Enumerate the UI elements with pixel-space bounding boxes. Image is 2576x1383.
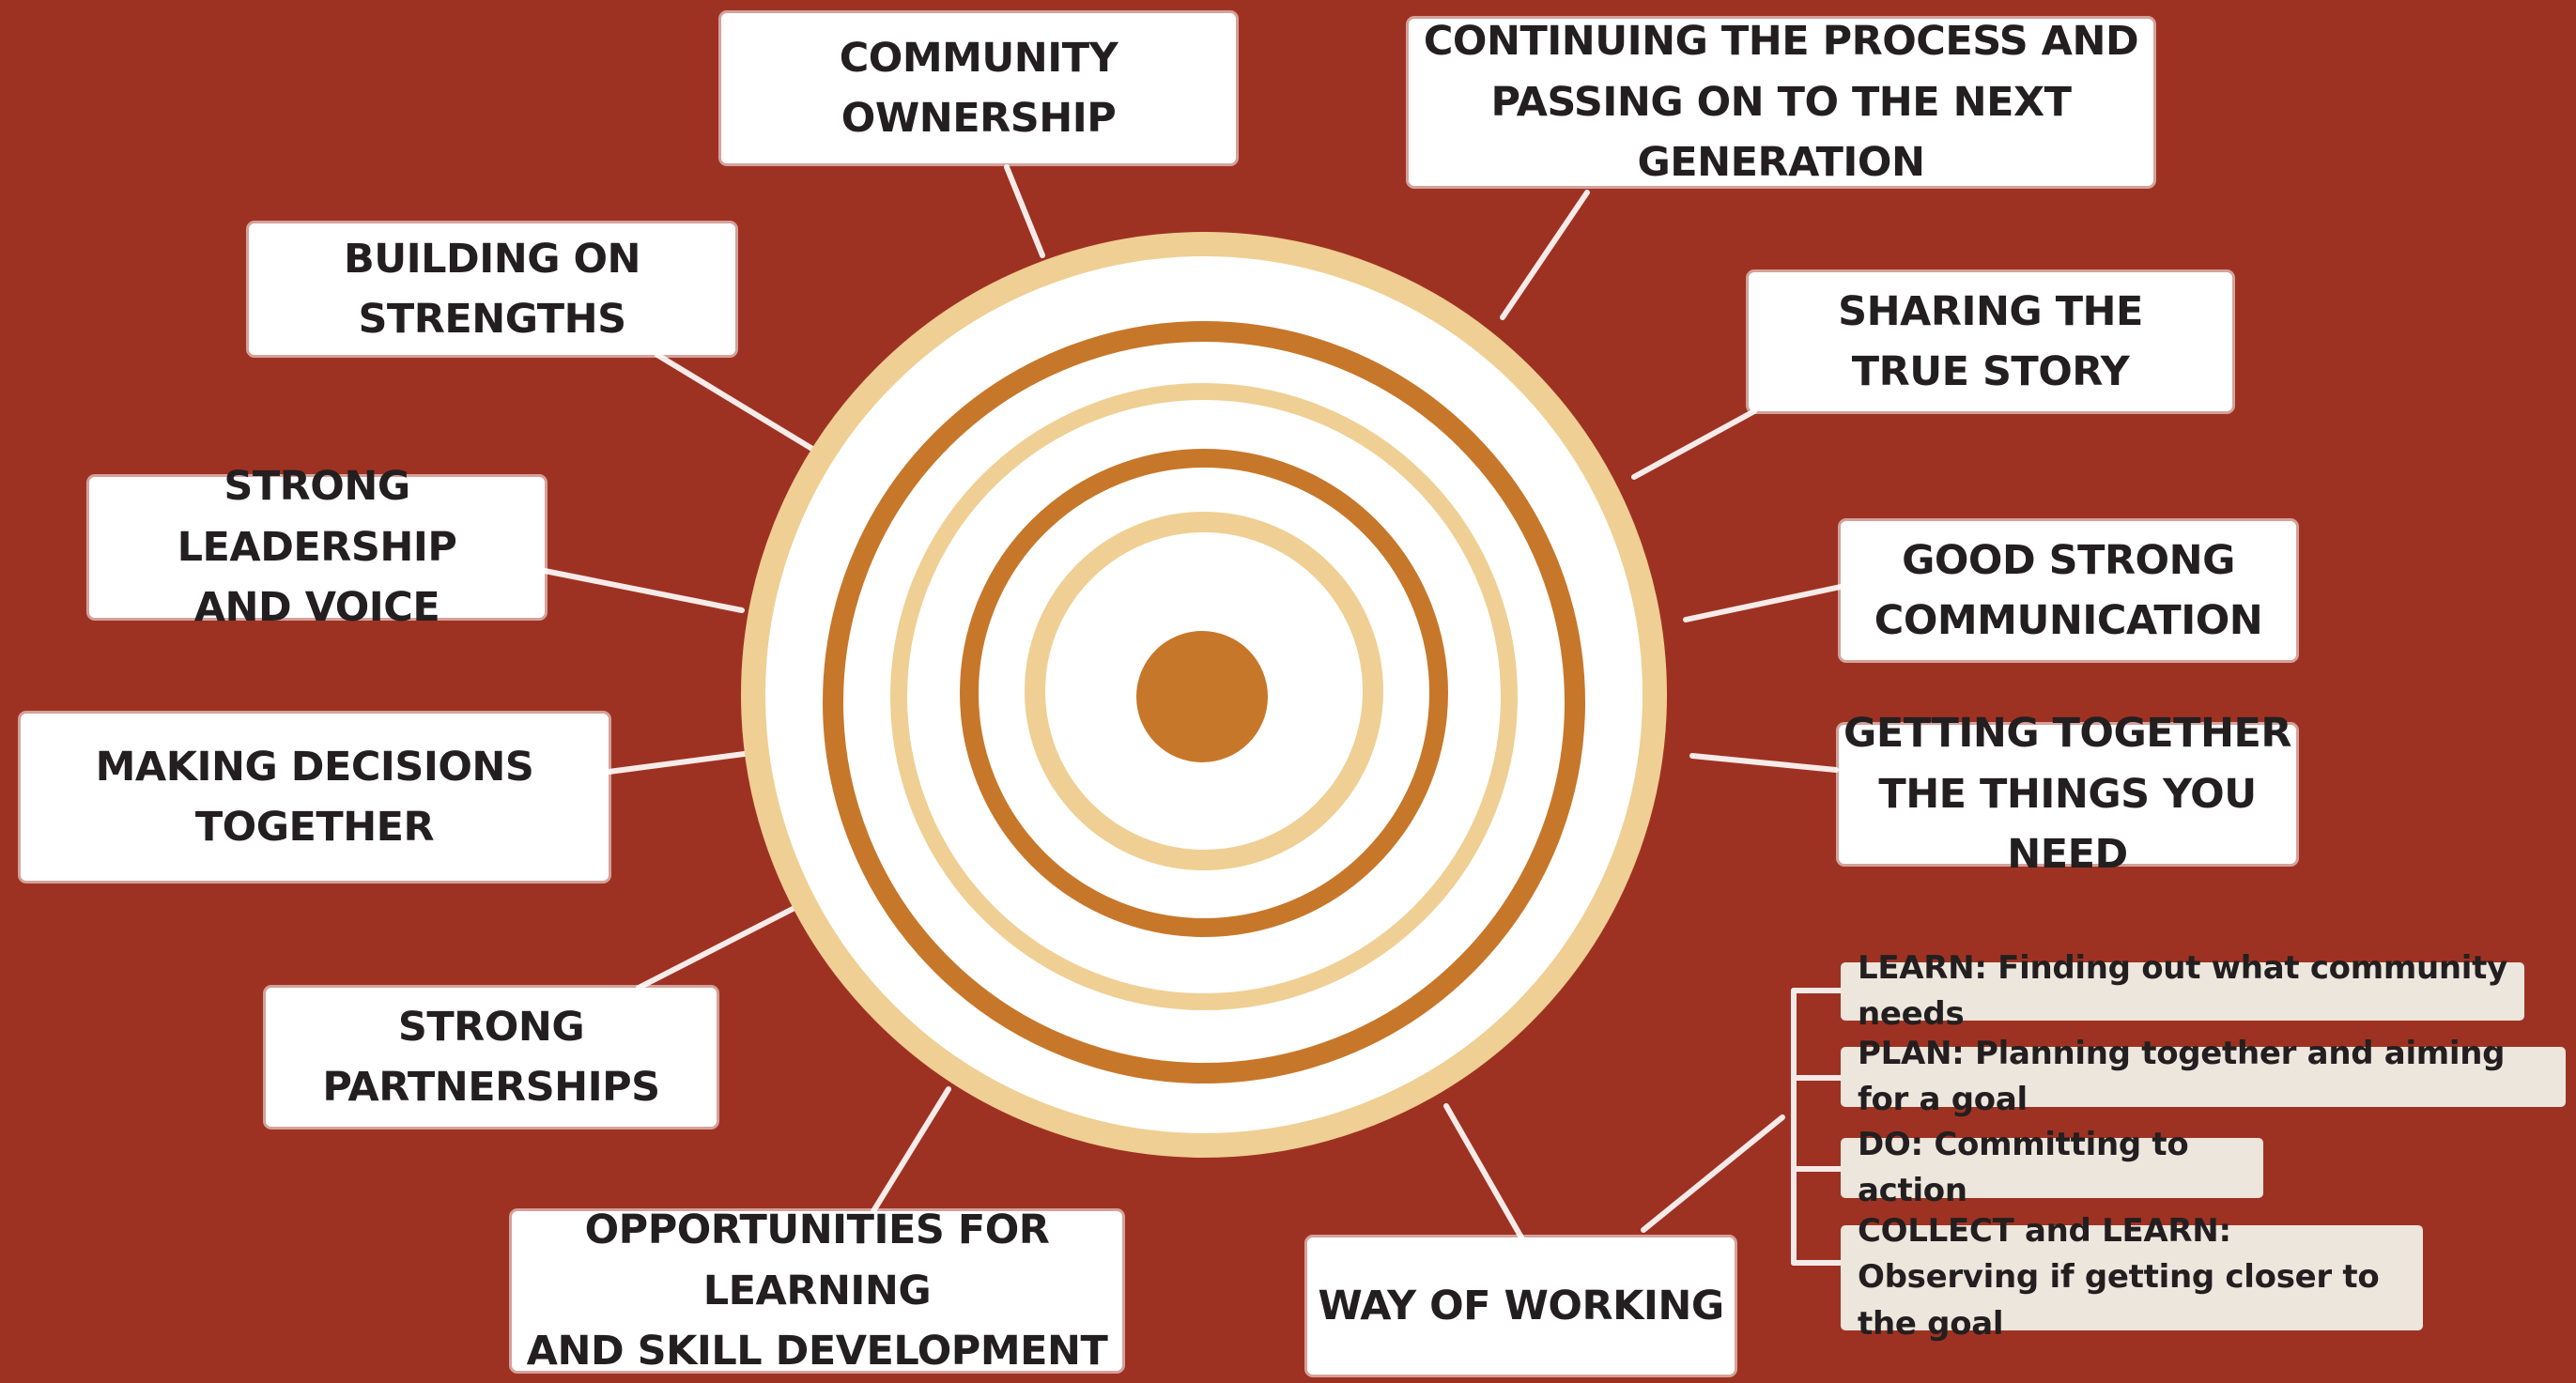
ring-orange-2 <box>960 449 1448 937</box>
step-learn-text: LEARN: Finding out what community needs <box>1858 948 2507 1033</box>
sharing-line2: TRUE STORY <box>1851 348 2130 395</box>
getting-line2: THE THINGS YOU NEED <box>1878 770 2257 879</box>
making-decisions-text: MAKING DECISIONS TOGETHER <box>95 743 534 852</box>
step-collect-line2: Observing if getting closer to the goal <box>1858 1258 2380 1343</box>
step-plan: PLAN: Planning together and aiming for a… <box>1841 1035 2566 1118</box>
connector-communication <box>1683 584 1843 622</box>
step-collect-line1: COLLECT and LEARN: <box>1858 1212 2231 1251</box>
connector-making-decisions <box>606 750 754 775</box>
connector-getting <box>1689 753 1839 773</box>
opportunities-line1: OPPORTUNITIES FOR LEARNING <box>584 1206 1050 1314</box>
continuing-line1: CONTINUING THE PROCESS AND <box>1423 18 2139 66</box>
ring-light-2 <box>1025 512 1383 870</box>
label-way-of-working: WAY OF WORKING <box>1307 1237 1735 1375</box>
connector-leadership <box>542 568 745 613</box>
connector-way-of-working <box>1443 1103 1524 1240</box>
step-do: DO: Committing to action <box>1841 1126 2263 1209</box>
label-building-on-strengths: BUILDING ON STRENGTHS <box>249 223 735 355</box>
communication-line2: COMMUNICATION <box>1874 597 2263 644</box>
label-opportunities-learning: OPPORTUNITIES FOR LEARNING AND SKILL DEV… <box>512 1206 1122 1375</box>
label-strong-leadership: STRONG LEADERSHIP AND VOICE <box>89 463 545 631</box>
getting-line1: GETTING TOGETHER <box>1843 710 2291 758</box>
step-do-text: DO: Committing to action <box>1858 1125 2189 1209</box>
connector-sharing <box>1631 408 1757 480</box>
ring-light-1 <box>890 383 1518 1010</box>
label-sharing-true-story: SHARING THE TRUE STORY <box>1749 272 2232 411</box>
label-good-strong-communication: GOOD STRONG COMMUNICATION <box>1841 521 2296 660</box>
opportunities-line2: AND SKILL DEVELOPMENT <box>526 1328 1108 1375</box>
step-plan-text: PLAN: Planning together and aiming for a… <box>1858 1034 2506 1118</box>
connector-way-to-bracket <box>1641 1114 1785 1233</box>
connector-community-ownership <box>1004 164 1045 258</box>
way-of-working-text: WAY OF WORKING <box>1318 1282 1724 1329</box>
connector-continuing <box>1500 190 1590 320</box>
label-community-ownership: COMMUNITY OWNERSHIP <box>721 13 1236 163</box>
community-ownership-text: COMMUNITY OWNERSHIP <box>839 34 1118 143</box>
center-dot <box>1136 631 1268 762</box>
step-learn: LEARN: Finding out what community needs <box>1841 949 2524 1033</box>
leadership-line2: AND VOICE <box>193 584 440 632</box>
label-making-decisions-together: MAKING DECISIONS TOGETHER <box>21 714 609 881</box>
leadership-line1: STRONG LEADERSHIP <box>177 463 457 571</box>
building-strengths-text: BUILDING ON STRENGTHS <box>343 235 641 344</box>
connector-building-strengths <box>655 352 815 452</box>
partnerships-text: STRONG PARTNERSHIPS <box>322 1003 660 1112</box>
ring-orange-1 <box>823 321 1585 1083</box>
continuing-line2: PASSING ON TO THE NEXT GENERATION <box>1490 78 2072 187</box>
sharing-line1: SHARING THE <box>1838 287 2143 335</box>
connector-partnerships <box>636 903 801 991</box>
connector-opportunities <box>871 1086 951 1214</box>
label-continuing-process: CONTINUING THE PROCESS AND PASSING ON TO… <box>1409 18 2153 186</box>
label-getting-together: GETTING TOGETHER THE THINGS YOU NEED <box>1839 710 2296 878</box>
step-collect-and-learn: COLLECT and LEARN: Observing if getting … <box>1841 1212 2423 1343</box>
communication-line1: GOOD STRONG <box>1902 536 2235 584</box>
label-strong-partnerships: STRONG PARTNERSHIPS <box>266 988 717 1127</box>
